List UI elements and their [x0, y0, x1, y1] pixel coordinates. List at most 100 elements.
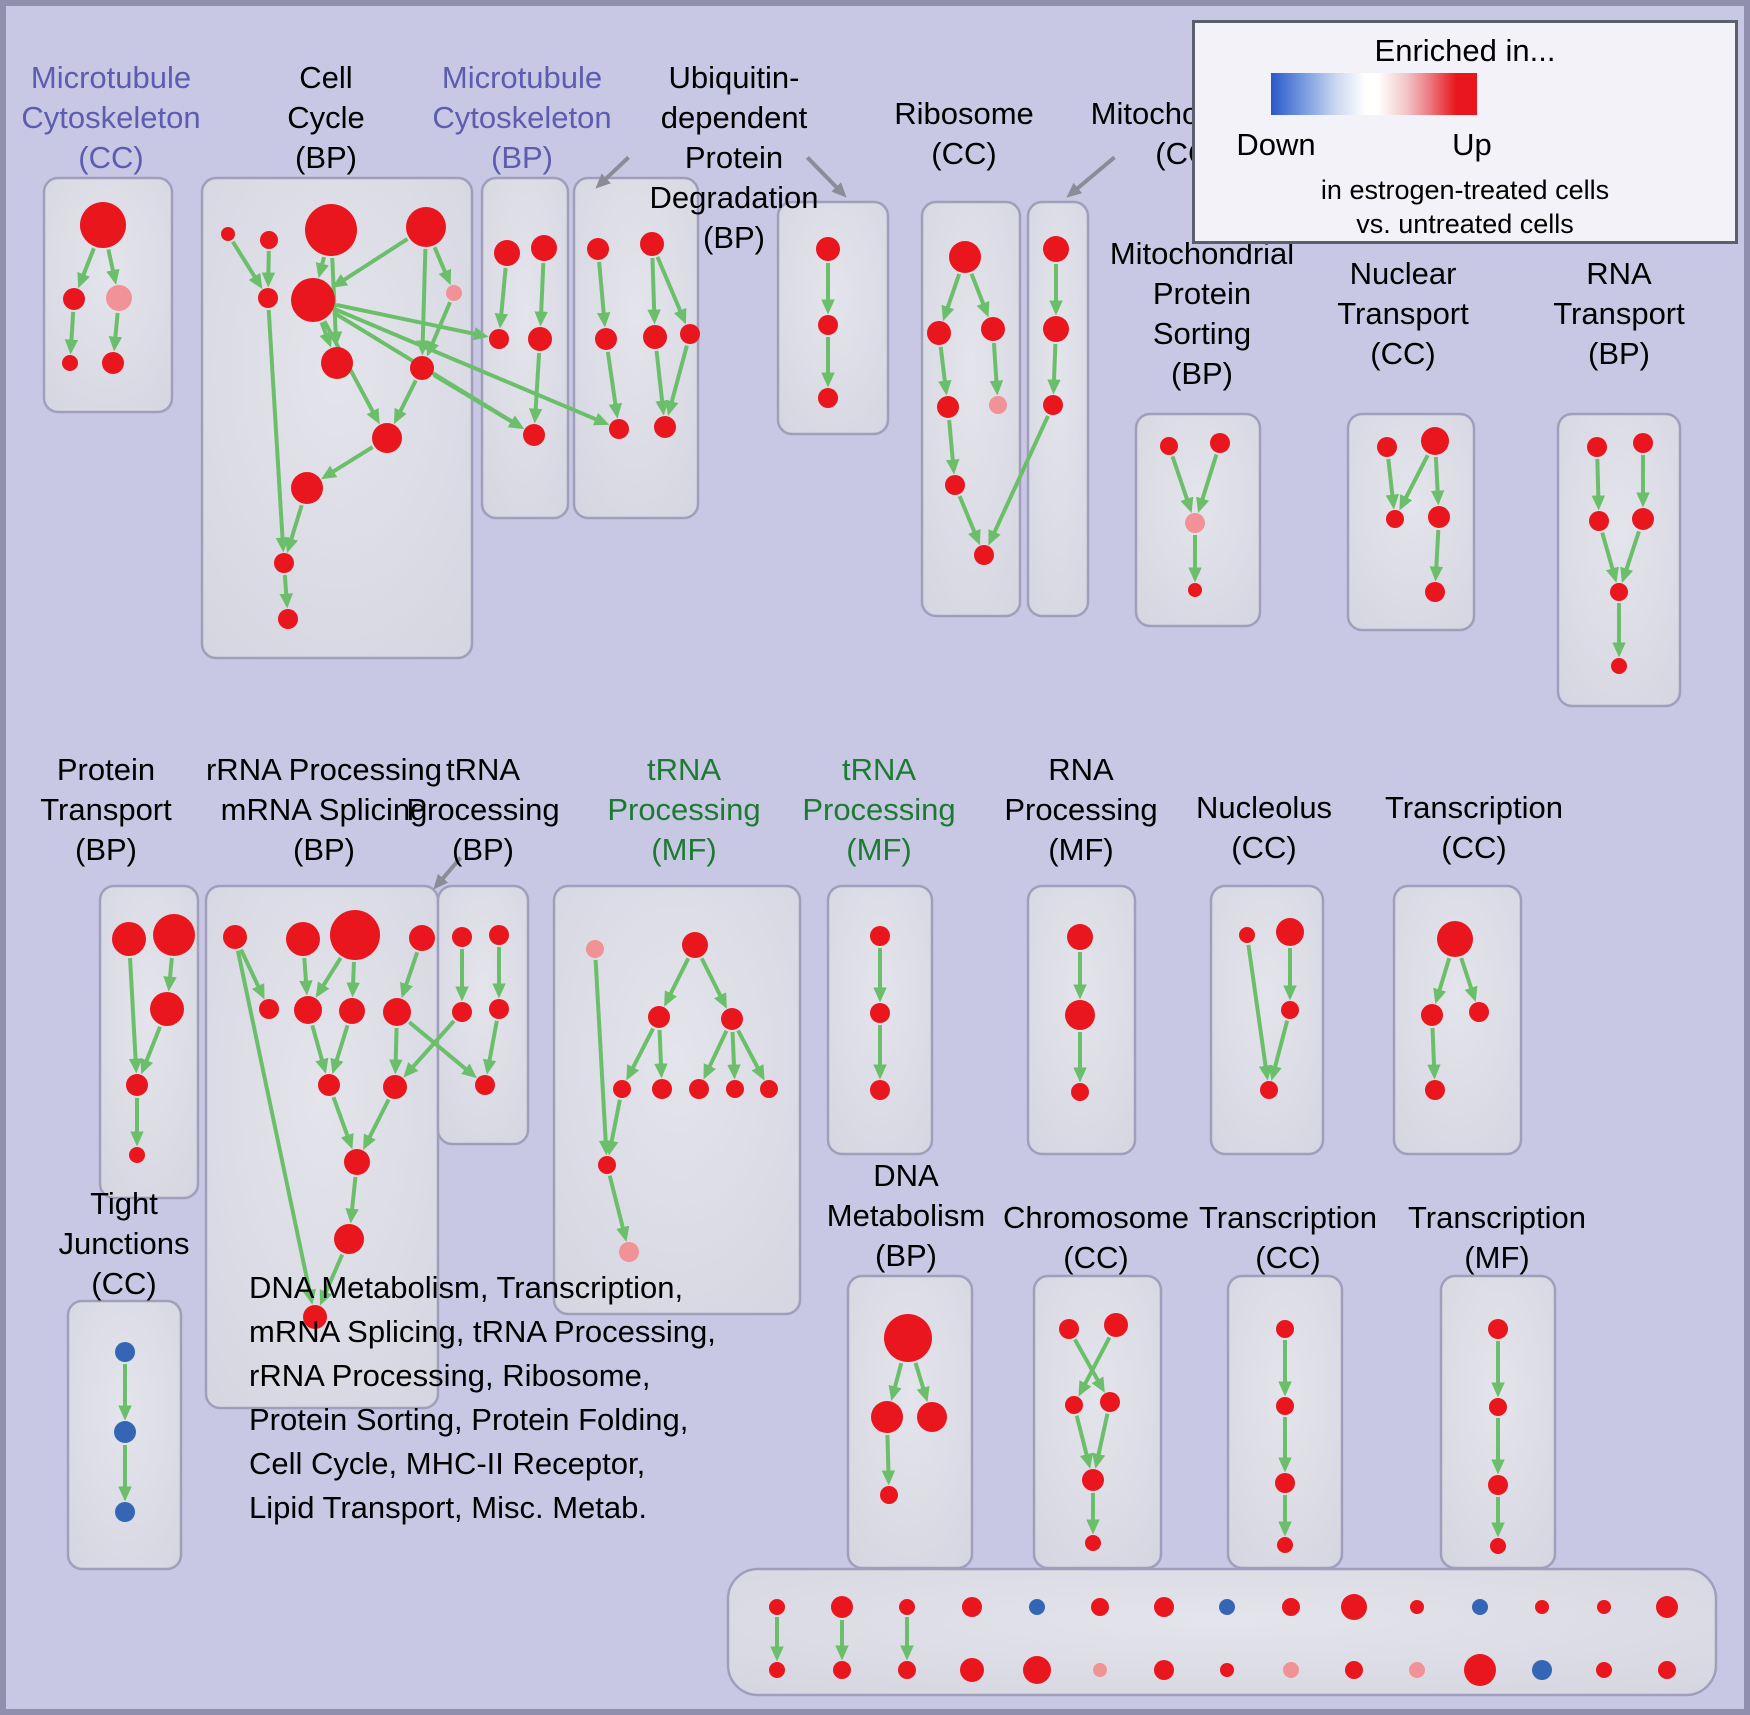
edge-dna-metabolism-bp [888, 1362, 904, 1402]
edge-ribosome-cc [941, 273, 962, 322]
legend-title: Enriched in... [1374, 33, 1556, 68]
node-trna-processing-mf-large-4 [613, 1080, 631, 1098]
node-rrna-processing-mrna-splicing-bp-5 [294, 996, 322, 1024]
edge-rrna-processing-mrna-splicing-bp [388, 1027, 403, 1075]
misc-category-list: DNA Metabolism, Transcription, mRNA Spli… [249, 1270, 716, 1526]
node-ubiquitin-dependent-protein-degradation-bp-left-3 [643, 325, 667, 349]
node-cell-cycle-bp-11 [274, 553, 294, 573]
edge-microtubule-cytoskeleton-bp [494, 267, 509, 329]
edge-cell-cycle-bp [315, 256, 329, 279]
node-misc-enriched-terms-8 [1029, 1599, 1045, 1615]
edge-trna-processing-mf-large [654, 1029, 668, 1079]
cross-cluster-edge-4 [988, 415, 1050, 546]
edge-ubiquitin-dependent-protein-degradation-bp-left [647, 257, 661, 325]
node-trna-processing-mf-large-8 [760, 1080, 778, 1098]
node-misc-enriched-terms-15 [1220, 1663, 1234, 1677]
node-misc-enriched-terms-20 [1410, 1600, 1424, 1614]
node-ubiquitin-dependent-protein-degradation-bp-left-6 [654, 416, 676, 438]
node-ubiquitin-dependent-protein-degradation-bp-right-1 [818, 315, 838, 335]
edge-cell-cycle-bp [319, 321, 333, 348]
edge-nucleolus-cc [1268, 1020, 1290, 1081]
node-tight-junctions-cc-1 [114, 1421, 136, 1443]
node-ubiquitin-dependent-protein-degradation-bp-left-1 [640, 232, 664, 256]
edge-trna-processing-mf-large [607, 1175, 630, 1242]
node-misc-enriched-terms-23 [1464, 1654, 1496, 1686]
edge-trna-processing-mf-large [703, 1029, 729, 1080]
node-trna-processing-mf-small-2 [870, 1080, 890, 1100]
edge-trna-processing-mf-large [736, 1029, 765, 1081]
node-cell-cycle-bp-0 [221, 227, 235, 241]
cluster-box-trna-processing-mf-large [552, 884, 802, 1316]
node-misc-enriched-terms-22 [1472, 1599, 1488, 1615]
node-ubiquitin-dependent-protein-degradation-bp-left-0 [587, 238, 609, 260]
cluster-box-trna-processing-bp [436, 884, 530, 1146]
node-tight-junctions-cc-2 [115, 1502, 135, 1522]
node-microtubule-cytoskeleton-bp-2 [489, 329, 509, 349]
node-dna-metabolism-bp-0 [884, 1314, 932, 1362]
node-cell-cycle-bp-6 [446, 285, 462, 301]
node-misc-enriched-terms-24 [1535, 1600, 1549, 1614]
node-protein-transport-bp-1 [153, 914, 195, 956]
edge-chromosome-cc [1073, 1338, 1105, 1393]
node-transcription-mf-1 [1489, 1398, 1507, 1416]
node-microtubule-cytoskeleton-cc-2 [106, 285, 132, 311]
edge-rrna-processing-mrna-splicing-bp [319, 1253, 345, 1306]
node-nucleolus-cc-2 [1281, 1001, 1299, 1019]
node-ubiquitin-dependent-protein-degradation-bp-right-2 [818, 388, 838, 408]
node-mitochondrion-cc-2 [1043, 395, 1063, 415]
edge-rrna-processing-mrna-splicing-bp [235, 950, 316, 1305]
node-mitochondrial-protein-sorting-bp-2 [1185, 513, 1205, 533]
edge-trna-processing-mf-large [605, 1099, 622, 1156]
edge-rrna-processing-mrna-splicing-bp [299, 957, 313, 996]
cluster-box-rna-transport-bp [1556, 412, 1682, 708]
node-rna-processing-mf-0 [1067, 924, 1093, 950]
node-ribosome-cc-0 [949, 241, 981, 273]
network-diagram-canvas [42, 155, 1718, 1697]
edge-trna-processing-mf-large [664, 957, 691, 1007]
node-ribosome-cc-4 [989, 396, 1007, 414]
node-transcription-mf-0 [1488, 1319, 1508, 1339]
edge-nuclear-transport-cc [1399, 454, 1430, 511]
edge-rrna-processing-mrna-splicing-bp [331, 1096, 354, 1150]
edge-chromosome-cc [1078, 1336, 1112, 1397]
nodes-layer [62, 202, 1678, 1686]
node-microtubule-cytoskeleton-cc-1 [63, 288, 85, 310]
edge-cell-cycle-bp [426, 301, 452, 357]
node-nucleolus-cc-0 [1239, 927, 1255, 943]
node-rrna-processing-mrna-splicing-bp-3 [409, 925, 435, 951]
edge-ubiquitin-dependent-protein-degradation-bp-left [596, 261, 611, 328]
cluster-box-chromosome-cc [1032, 1274, 1163, 1570]
node-rna-processing-mf-1 [1065, 1000, 1095, 1030]
node-protein-transport-bp-3 [126, 1074, 148, 1096]
cross-cluster-edge-6 [403, 1019, 456, 1078]
node-dna-metabolism-bp-1 [871, 1401, 903, 1433]
node-chromosome-cc-1 [1104, 1313, 1128, 1337]
node-chromosome-cc-4 [1082, 1469, 1104, 1491]
cluster-box-nuclear-transport-cc [1346, 412, 1476, 632]
node-transcription-cc-middle-0 [1437, 921, 1473, 957]
node-ubiquitin-dependent-protein-degradation-bp-right-0 [816, 237, 840, 261]
edge-nuclear-transport-cc [1429, 529, 1444, 582]
node-misc-enriched-terms-7 [960, 1658, 984, 1682]
edge-trna-processing-mf-large [727, 1031, 741, 1080]
node-trna-processing-bp-1 [489, 925, 509, 945]
node-misc-enriched-terms-0 [769, 1599, 785, 1615]
node-rrna-processing-mrna-splicing-bp-2 [330, 910, 380, 960]
node-ribosome-cc-6 [974, 545, 994, 565]
node-misc-enriched-terms-21 [1409, 1662, 1425, 1678]
node-ribosome-cc-2 [981, 317, 1005, 341]
node-nuclear-transport-cc-1 [1421, 427, 1449, 455]
node-cell-cycle-bp-2 [305, 204, 357, 256]
node-misc-enriched-terms-10 [1091, 1598, 1109, 1616]
node-rrna-processing-mrna-splicing-bp-0 [223, 925, 247, 949]
node-misc-enriched-terms-11 [1093, 1663, 1107, 1677]
edge-rrna-processing-mrna-splicing-bp [346, 961, 360, 998]
node-transcription-cc-bottom-0 [1276, 1320, 1294, 1338]
edge-nuclear-transport-cc [1385, 458, 1400, 510]
node-protein-transport-bp-0 [112, 922, 146, 956]
edge-ubiquitin-dependent-protein-degradation-bp-left [605, 351, 623, 419]
label-pointer-arrow-1 [805, 156, 847, 198]
node-transcription-mf-2 [1488, 1475, 1508, 1495]
edge-rna-transport-bp [1620, 530, 1641, 583]
edge-transcription-cc-middle [1427, 1027, 1441, 1080]
